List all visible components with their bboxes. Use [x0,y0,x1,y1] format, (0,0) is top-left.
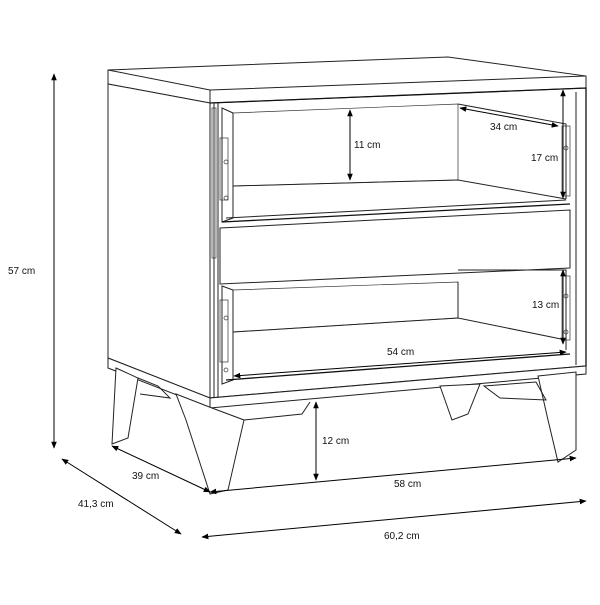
leg-front-left [175,393,245,495]
leg-height-label: 12 cm [322,436,349,447]
overall-depth-dimension-line [61,458,182,535]
lower-drawer-width-label: 54 cm [387,347,414,358]
upper-drawer-height-label: 11 cm [354,140,381,151]
upper-drawer-side-label: 17 cm [531,153,558,164]
depth-top-label: 39 cm [132,471,159,482]
cabinet-body [107,56,587,409]
left-side-panel [107,83,211,399]
depth-dimension-line [111,445,211,493]
dimension-labels: 57 cm 39 cm 41,3 cm 58 cm 60,2 cm 11 cm … [8,122,559,542]
upper-drawer [219,103,571,285]
overall-width-dimension-line [201,498,587,540]
legs [111,367,577,495]
leg-back-right [439,383,481,421]
width-label: 58 cm [394,479,421,490]
width-dimension-line [209,455,577,495]
dimension-lines [51,73,587,540]
overall-width-label: 60,2 cm [384,531,420,542]
leg-back-left [111,367,139,445]
top-panel [107,56,587,104]
overall-depth-label: 41,3 cm [78,499,114,510]
total-height-label: 57 cm [8,266,35,277]
lower-drawer-side-label: 13 cm [532,300,559,311]
upper-drawer-depth-label: 34 cm [490,122,517,133]
lower-drawer [219,269,571,385]
upper-drawer-front [219,209,571,285]
leg-front-right [537,371,577,463]
